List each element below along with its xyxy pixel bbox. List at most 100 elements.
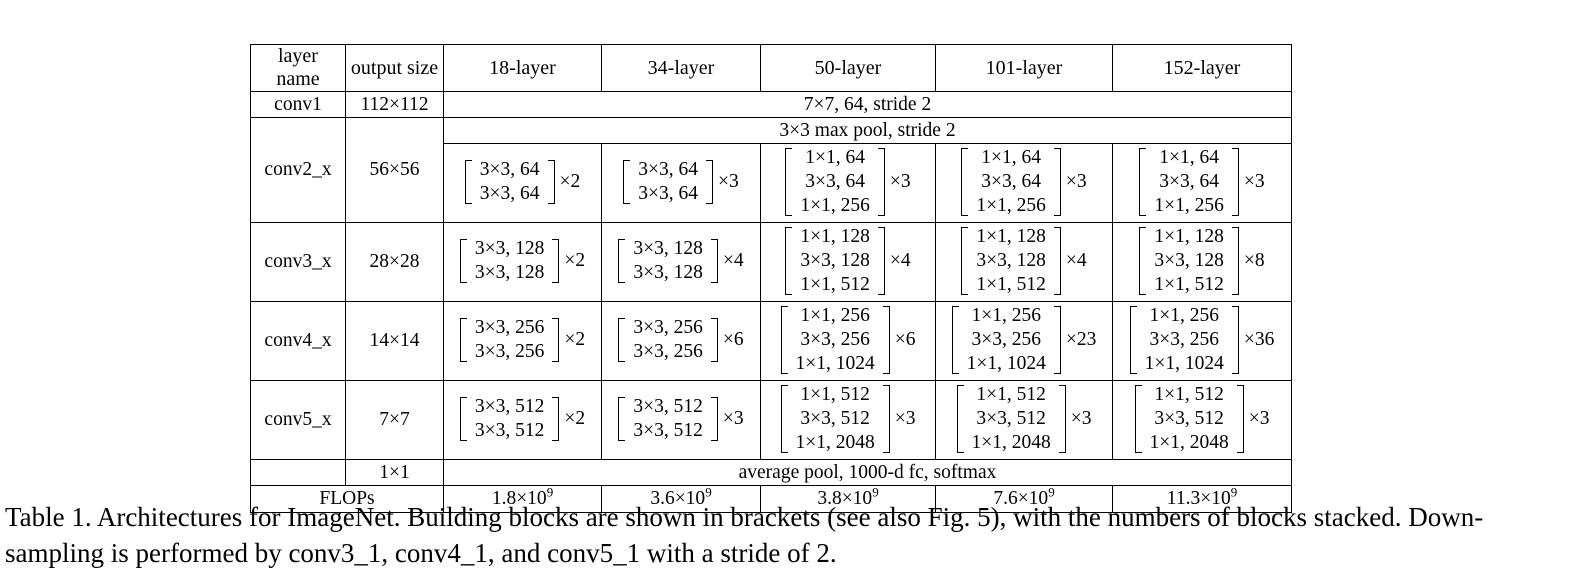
block-line: 3×3, 256: [971, 329, 1042, 350]
block-line: 1×1, 128: [976, 226, 1046, 247]
bracket-right-icon: [882, 306, 890, 374]
block-multiplier: ×3: [894, 408, 916, 429]
bracket-left-icon: [951, 306, 959, 374]
block-multiplier: ×2: [559, 171, 581, 192]
bracket-right-icon: [1231, 148, 1239, 216]
block-line: 1×1, 256: [1154, 195, 1224, 216]
bracket-left-icon: [780, 385, 788, 453]
block-multiplier: ×3: [718, 171, 739, 192]
table-cell: conv1: [250, 91, 346, 118]
flops-value: 7.6×10: [993, 488, 1049, 509]
block-multiplier: ×3: [1065, 171, 1087, 192]
block-multiplier: ×3: [889, 171, 911, 192]
table-cell: 28×28: [345, 222, 444, 302]
block-line: 3×3, 128: [474, 238, 545, 259]
block-line: 3×3, 512: [474, 420, 545, 441]
block-line: 1×1, 512: [976, 274, 1046, 295]
block-line: 3×3, 512: [1154, 408, 1224, 429]
block-line: 1×1, 512: [1154, 384, 1224, 405]
flops-exponent: 9: [546, 484, 554, 500]
block-line: 3×3, 128: [633, 262, 703, 283]
bracket-right-icon: [706, 160, 713, 204]
flops-value: 3.6×10: [650, 488, 706, 509]
block-multiplier: ×4: [889, 250, 911, 271]
flops-exponent: 9: [872, 484, 879, 500]
block-line: 3×3, 512: [633, 420, 703, 441]
block-line: 1×1, 512: [800, 274, 870, 295]
bracket-right-icon: [1236, 385, 1244, 453]
block-line: 1×1, 512: [1154, 274, 1224, 295]
block-line: 3×3, 512: [800, 408, 870, 429]
block-line: 3×3, 64: [1159, 171, 1219, 192]
block-line: 1×1, 128: [1154, 226, 1224, 247]
block-lines: 3×3, 512 3×3, 512: [625, 395, 711, 443]
flops-exponent: 9: [1230, 484, 1238, 500]
block-line: 1×1, 1024: [795, 353, 875, 374]
block-line: 3×3, 256: [633, 317, 703, 338]
table-cell: average pool, 1000-d fc, softmax: [443, 459, 1292, 486]
bracket-left-icon: [785, 148, 793, 216]
column-header: 101-layer: [935, 44, 1113, 92]
flops-value: 1.8×10: [491, 488, 547, 509]
flops-exponent: 9: [705, 484, 712, 500]
table-cell: 112×112: [345, 91, 444, 118]
bracket-left-icon: [780, 306, 788, 374]
flops-value: 11.3×10: [1166, 488, 1231, 509]
table-cell: 56×56: [345, 117, 444, 223]
block-line: 3×3, 256: [474, 341, 545, 362]
block-line: 3×3, 64: [479, 183, 540, 204]
block-multiplier: ×3: [1070, 408, 1092, 429]
bracket-left-icon: [618, 318, 626, 362]
bracket-right-icon: [1053, 148, 1061, 216]
table-cell: conv5_x: [250, 380, 346, 460]
block-line: 1×1, 512: [976, 384, 1046, 405]
table-cell: conv3_x: [250, 222, 346, 302]
block-line: 3×3, 64: [638, 183, 698, 204]
bracket-left-icon: [464, 160, 472, 204]
table-cell: 3×3 max pool, stride 2: [443, 117, 1292, 144]
block-line: 3×3, 512: [633, 396, 703, 417]
bracket-left-icon: [1139, 148, 1147, 216]
block-line: 1×1, 256: [971, 305, 1042, 326]
bracket-right-icon: [1231, 227, 1239, 295]
block-line: 1×1, 2048: [1149, 432, 1229, 453]
flops-cell: 7.6×109: [935, 485, 1113, 513]
block-line: 1×1, 64: [981, 147, 1041, 168]
block-line: 3×3, 256: [474, 317, 545, 338]
block-line: 3×3, 256: [800, 329, 870, 350]
block-line: 3×3, 128: [474, 262, 545, 283]
